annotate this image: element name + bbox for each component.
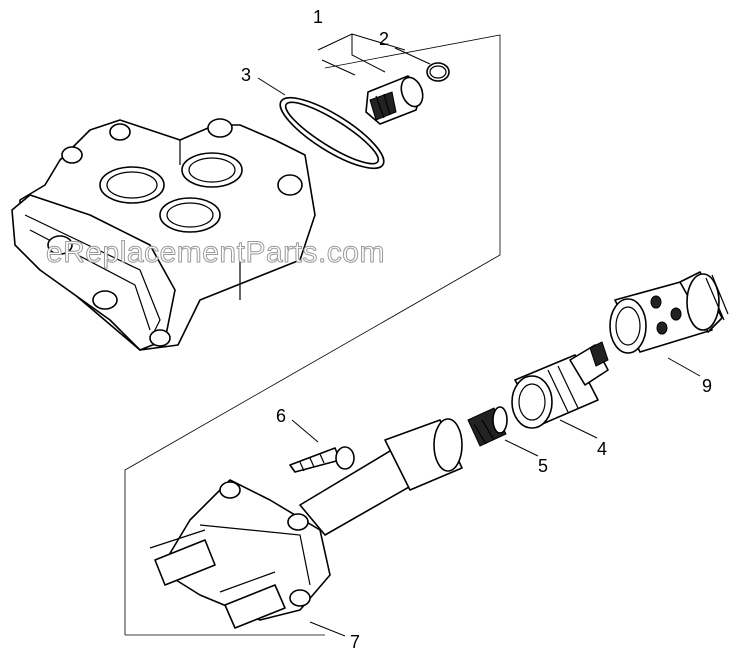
part-7-inlet-manifold (149, 418, 463, 629)
callout-6: 6 (276, 406, 286, 426)
callout-3: 3 (241, 65, 251, 85)
part-3-o-ring (279, 96, 385, 170)
callout-5: 5 (538, 456, 548, 476)
part-4-hose-connector (511, 341, 609, 429)
pump-head-housing (11, 118, 316, 351)
callout-2: 2 (379, 29, 389, 49)
callout-9: 9 (702, 376, 712, 396)
callout-7: 7 (350, 632, 360, 652)
assembly-frame (124, 34, 501, 636)
watermark-text: eReplacementParts.com (46, 236, 385, 269)
part-6-screw (289, 446, 355, 473)
part-9-coupling-sleeve (609, 271, 729, 354)
callout-1: 1 (313, 7, 323, 27)
part-2-small-o-ring (426, 62, 450, 82)
part-1-valve (365, 75, 424, 125)
leader-lines (257, 33, 701, 637)
part-5-filter (467, 406, 508, 447)
callout-4: 4 (597, 439, 607, 459)
